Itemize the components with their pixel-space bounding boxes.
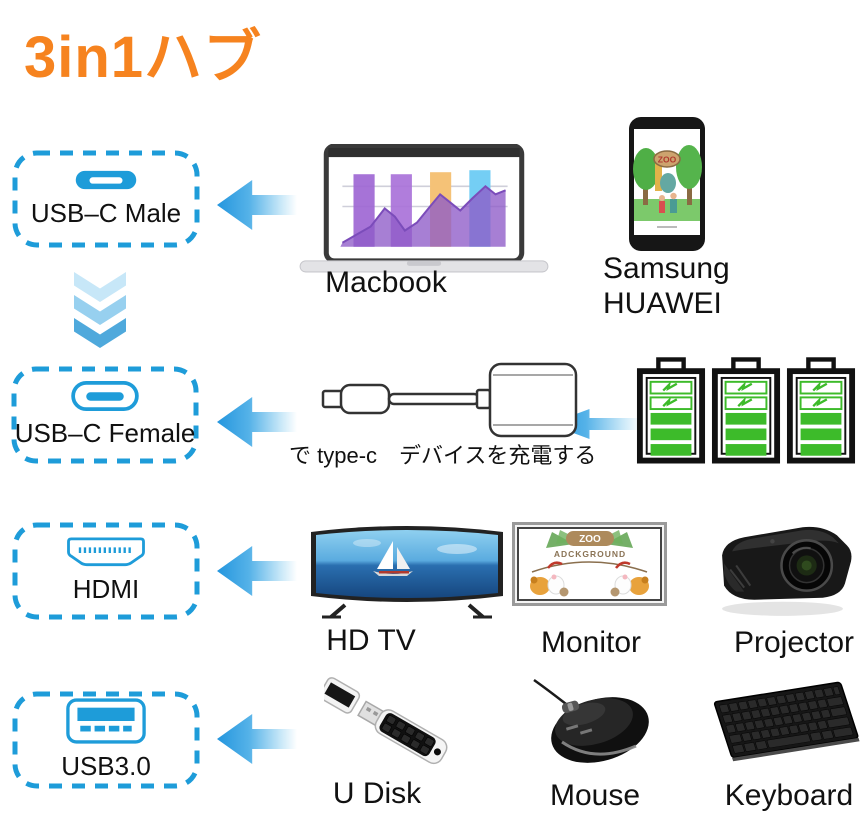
port-label: USB–C Male [30, 198, 182, 228]
battery-icon [711, 357, 781, 464]
charge-caption: で type-c デバイスを充電する [289, 443, 597, 468]
port-label: USB–C Female [14, 418, 196, 448]
usb-c-female-icon [71, 381, 139, 411]
left-arrow-icon [217, 714, 297, 764]
port-box-usb-c-female: USB–C Female [11, 366, 199, 464]
phone-zoo-sign-text: ZOO [658, 155, 677, 165]
projector-image [722, 526, 852, 616]
dashed-border [12, 150, 200, 248]
macbook-image [299, 144, 549, 273]
hdtv-image [311, 526, 503, 619]
battery-icon [786, 357, 856, 464]
udisk-image [324, 677, 448, 765]
phone-image: ZOO [629, 117, 705, 251]
hdtv-label: HD TV [326, 624, 416, 657]
port-label: HDMI [72, 574, 140, 604]
monitor-banner-text: ZOO [579, 534, 601, 545]
keyboard-label: Keyboard [724, 779, 854, 812]
keyboard-image [713, 681, 860, 762]
macbook-label: Macbook [325, 266, 447, 299]
battery-icon [636, 357, 706, 464]
left-arrow-icon [217, 546, 297, 596]
hdmi-icon [67, 537, 145, 567]
monitor-label: Monitor [540, 626, 642, 659]
chevron-down-icon [74, 272, 126, 302]
dashed-border [12, 691, 200, 789]
port-box-usb-c-male: USB–C Male [12, 150, 200, 248]
mouse-image [533, 678, 649, 763]
usb-c-male-icon [75, 170, 137, 190]
projector-label: Projector [733, 626, 855, 659]
left-arrow-icon [217, 397, 297, 447]
phone-label: Samsung HUAWEI [603, 252, 730, 320]
dashed-border [11, 366, 199, 464]
port-box-usb3: USB3.0 [12, 691, 200, 789]
dashed-border [12, 522, 200, 620]
page-title: 3in1ハブ [24, 25, 263, 90]
port-box-hdmi: HDMI [12, 522, 200, 620]
monitor-image: ZOO ADCKGROUND [512, 522, 667, 606]
monitor-banner-subtext: ADCKGROUND [554, 549, 626, 559]
mouse-label: Mouse [549, 779, 641, 812]
adapter-image [321, 362, 578, 438]
usb-a-icon [66, 698, 146, 744]
udisk-label: U Disk [332, 777, 422, 810]
port-label: USB3.0 [61, 751, 151, 781]
left-arrow-icon [217, 180, 297, 230]
